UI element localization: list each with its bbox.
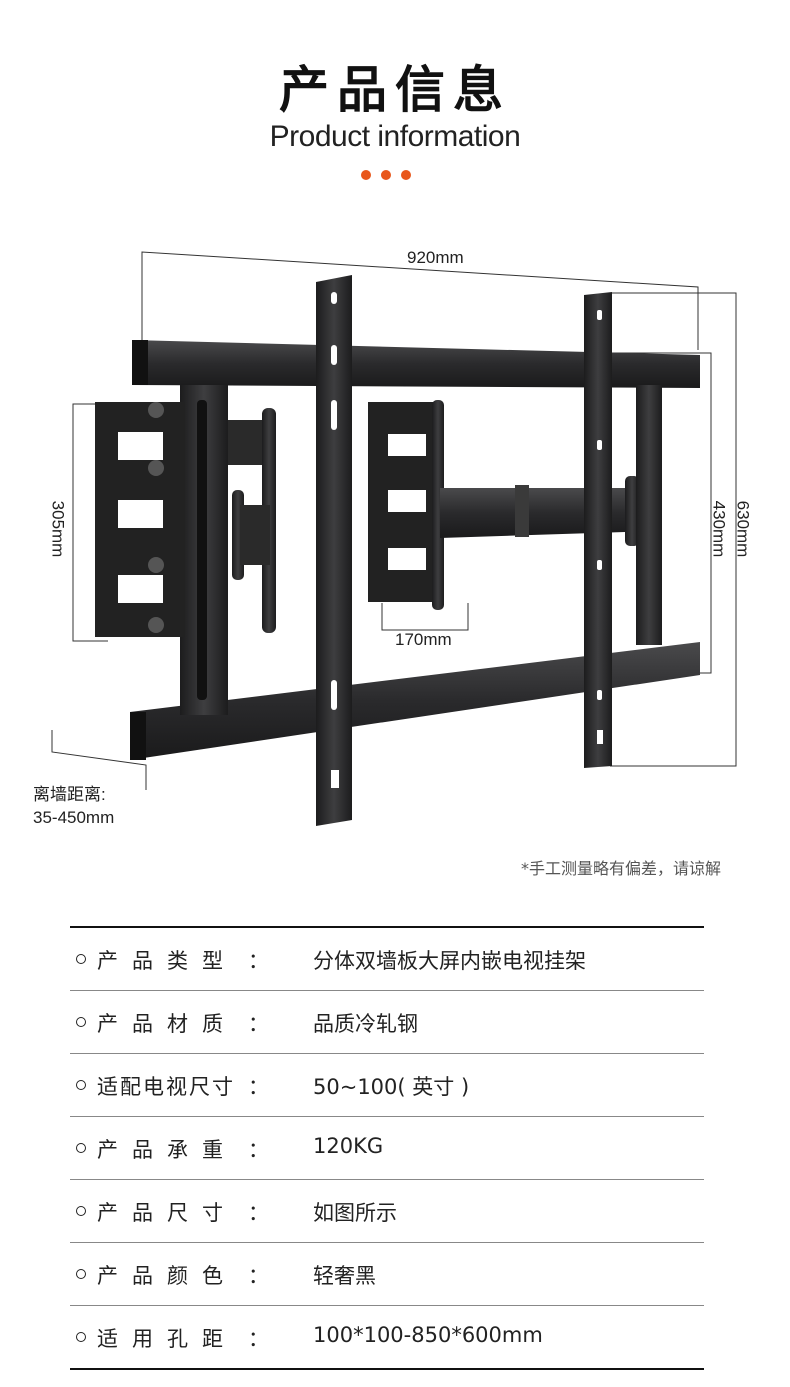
spec-row: 产品承重 120KG ： (70, 1117, 704, 1180)
bullet-icon (76, 1269, 86, 1279)
bullet-icon (76, 1017, 86, 1027)
center-bracket (368, 400, 639, 610)
spec-label: 产品材质 (97, 1012, 237, 1036)
spec-label: 产品类型 (97, 949, 237, 973)
spec-value: 120KG (313, 1134, 384, 1158)
spec-value: 如图所示 (313, 1201, 397, 1225)
top-rail (132, 340, 700, 388)
bullet-icon (76, 1332, 86, 1342)
spec-label: 适配电视尺寸 (97, 1075, 235, 1099)
spec-colon: ： (248, 1075, 269, 1099)
inner-height-dimension: 430mm (709, 500, 729, 558)
spec-row: 适配电视尺寸 50~100( 英寸 ) ： (70, 1054, 704, 1117)
spec-row: 产品材质 品质冷轧钢 ： (70, 991, 704, 1054)
plate-height-dimension: 305mm (48, 500, 68, 558)
spec-colon: ： (248, 1327, 269, 1351)
spec-value: 品质冷轧钢 (313, 1012, 418, 1036)
bottom-rail (130, 642, 700, 760)
spec-colon: ： (248, 1201, 269, 1225)
page-title: 产品信息 (279, 61, 511, 119)
spec-colon: ： (248, 1138, 269, 1162)
spec-label: 产品尺寸 (97, 1201, 237, 1225)
spec-value: 50~100( 英寸 ) (313, 1075, 470, 1099)
spec-row: 适用孔距 100*100-850*600mm ： (70, 1306, 704, 1370)
center-vertical-rail (316, 275, 352, 826)
measurement-note: *手工测量略有偏差，请谅解 (520, 859, 721, 878)
spec-label: 产品承重 (97, 1138, 237, 1162)
spec-label: 适用孔距 (97, 1327, 237, 1351)
wall-distance-value: 35-450mm (33, 808, 115, 827)
spec-value: 分体双墙板大屏内嵌电视挂架 (313, 949, 586, 973)
spec-row: 产品类型 分体双墙板大屏内嵌电视挂架 ： (70, 928, 704, 991)
spec-row: 产品颜色 轻奢黑 ： (70, 1243, 704, 1306)
spec-colon: ： (248, 1012, 269, 1036)
wall-distance-label: 离墙距离: (33, 785, 106, 804)
spec-colon: ： (248, 949, 269, 973)
spec-colon: ： (248, 1264, 269, 1288)
spec-label: 产品颜色 (97, 1264, 237, 1288)
plate-width-dimension: 170mm (395, 630, 452, 649)
spec-value: 100*100-850*600mm (313, 1323, 543, 1347)
spec-row: 产品尺寸 如图所示 ： (70, 1180, 704, 1243)
dimension-lines (51, 251, 737, 790)
left-bracket (95, 385, 276, 715)
dot (381, 170, 391, 180)
bullet-icon (76, 1080, 86, 1090)
width-dimension: 920mm (407, 248, 464, 267)
dot (361, 170, 371, 180)
right-vertical-rail (584, 292, 612, 768)
bullet-icon (76, 954, 86, 964)
product-illustration (51, 251, 737, 826)
page-subtitle: Product information (269, 120, 521, 153)
title-dots (361, 170, 421, 180)
outer-height-dimension: 630mm (733, 500, 753, 558)
bullet-icon (76, 1206, 86, 1216)
dot (401, 170, 411, 180)
bullet-icon (76, 1143, 86, 1153)
spec-table: 产品类型 分体双墙板大屏内嵌电视挂架 ： 产品材质 品质冷轧钢 ： 适配电视尺寸… (70, 926, 704, 1370)
spec-value: 轻奢黑 (313, 1264, 376, 1288)
